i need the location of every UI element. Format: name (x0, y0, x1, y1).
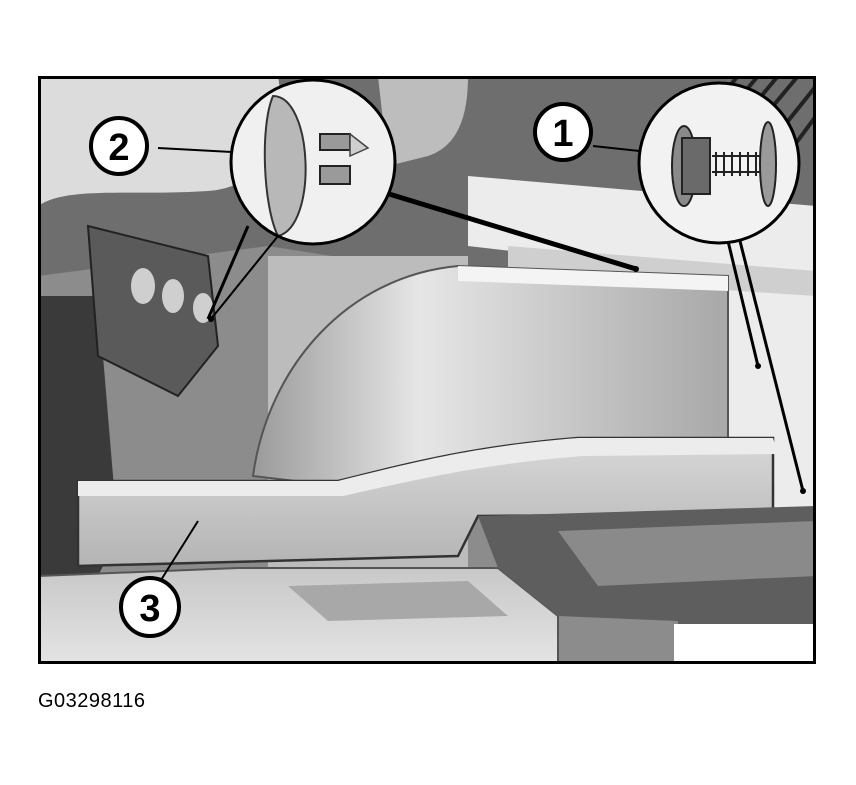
column-cover (378, 76, 468, 166)
duct-rim (458, 266, 728, 291)
callout-1: 1 (533, 102, 593, 162)
figure-border (38, 76, 816, 664)
lower-right-rail (558, 521, 816, 586)
steering-column (38, 76, 281, 206)
switch-knob (162, 279, 184, 313)
switch-knob (131, 268, 155, 304)
detail-magnifier-rivet (229, 78, 397, 246)
blank-label-area (674, 624, 816, 664)
switch-panel (86, 224, 220, 398)
floor-recess (288, 581, 508, 621)
leader-lines (155, 145, 805, 589)
detail-magnifier-screw (637, 81, 801, 245)
callout-label: 2 (108, 127, 129, 169)
callout-label: 1 (552, 113, 573, 155)
technical-illustration: 2 1 3 (38, 76, 816, 664)
trim-panel-top-edge (78, 438, 778, 496)
figure-code: G03298116 (38, 690, 146, 712)
callout-3: 3 (119, 576, 181, 638)
callout-2: 2 (89, 116, 149, 176)
callout-label: 3 (139, 588, 160, 630)
